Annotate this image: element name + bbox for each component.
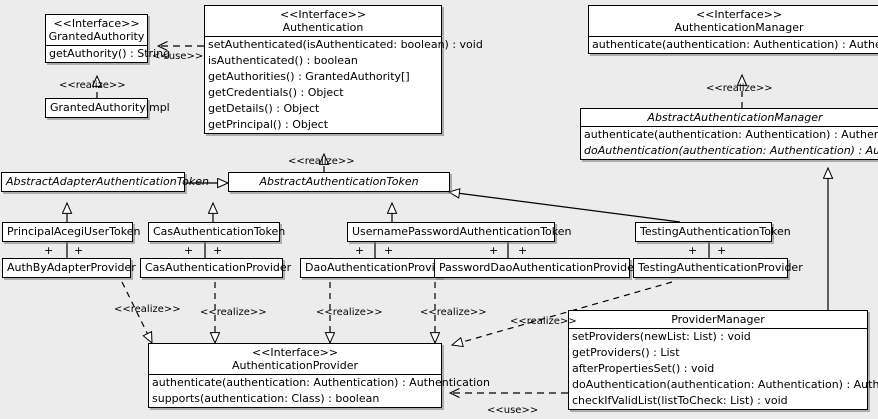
stereotype-label: <<Interface>> — [695, 8, 783, 21]
class-abstract-authentication-token[interactable]: AbstractAuthenticationToken — [228, 172, 450, 192]
operation-row: getAuthorities() : GrantedAuthority[] — [208, 70, 410, 83]
class-name: PasswordDaoAuthenticationProvider — [439, 261, 639, 274]
class-testing-authentication-provider[interactable]: TestingAuthenticationProvider — [633, 258, 803, 278]
class-name: AbstractAuthenticationManager — [647, 111, 823, 124]
association-multiplicity-plus: + — [44, 244, 54, 257]
operation-row: getPrincipal() : Object — [208, 118, 329, 131]
class-header: ProviderManager — [569, 311, 867, 328]
stereotype-label: <<Interface>> — [251, 346, 339, 359]
relationship-label-realize-grantedauthorityimpl: <<realize>> — [59, 80, 126, 91]
relationship-label-realize-abstractauthenticationtoken: <<realize>> — [288, 156, 355, 167]
class-name: UsernamePasswordAuthenticationToken — [352, 225, 572, 238]
operations-compartment: getAuthority() : String — [46, 45, 171, 62]
class-auth-by-adapter-provider[interactable]: AuthByAdapterProvider — [2, 258, 136, 278]
class-name: TestingAuthenticationProvider — [638, 261, 803, 274]
class-authentication[interactable]: <<Interface>> Authentication setAuthenti… — [204, 5, 483, 134]
class-granted-authority[interactable]: <<Interface>> GrantedAuthority getAuthor… — [45, 14, 171, 63]
operations-compartment: setAuthenticated(isAuthenticated: boolea… — [205, 36, 483, 133]
operation-row: isAuthenticated() : boolean — [208, 54, 358, 67]
class-name: GrantedAuthority — [48, 30, 145, 43]
operation-row: doAuthentication(authentication: Authent… — [584, 144, 878, 157]
operation-row: getDetails() : Object — [208, 102, 320, 115]
class-authentication-provider[interactable]: <<Interface>> AuthenticationProvider aut… — [148, 343, 490, 408]
relationship-label-realize-daoauthenticationprovider: <<realize>> — [316, 307, 383, 318]
class-username-password-authentication-token[interactable]: UsernamePasswordAuthenticationToken — [347, 222, 572, 242]
class-password-dao-authentication-provider[interactable]: PasswordDaoAuthenticationProvider — [434, 258, 639, 278]
operation-row: getProviders() : List — [572, 346, 680, 359]
association-multiplicity-plus: + — [184, 244, 194, 257]
class-provider-manager[interactable]: ProviderManager setProviders(newList: Li… — [568, 310, 878, 410]
class-header: <<Interface>> Authentication — [205, 6, 441, 36]
relationship-label-use-grantedauthority: <<use>> — [152, 51, 204, 62]
association-multiplicity-plus: + — [74, 244, 84, 257]
class-granted-authority-impl[interactable]: GrantedAuthorityImpl — [45, 98, 170, 118]
association-multiplicity-plus: + — [384, 244, 394, 257]
operation-row: authenticate(authentication: Authenticat… — [592, 38, 878, 51]
class-header: <<Interface>> AuthenticationProvider — [149, 344, 441, 374]
operation-row: setAuthenticated(isAuthenticated: boolea… — [208, 38, 483, 51]
association-multiplicity-plus: + — [688, 244, 698, 257]
operation-row: setProviders(newList: List) : void — [572, 330, 751, 343]
association-multiplicity-plus: + — [717, 244, 727, 257]
operation-row: doAuthentication(authentication: Authent… — [572, 378, 878, 391]
operations-compartment: authenticate(authentication: Authenticat… — [581, 126, 878, 159]
class-cas-authentication-provider[interactable]: CasAuthenticationProvider — [140, 258, 292, 278]
class-header: <<Interface>> GrantedAuthority — [46, 15, 147, 45]
class-header: AbstractAuthenticationManager — [581, 109, 878, 126]
operation-row: getAuthority() : String — [49, 47, 171, 60]
relationship-label-use-providermanager: <<use>> — [487, 405, 539, 416]
stereotype-label: <<Interface>> — [53, 17, 140, 30]
operations-compartment: authenticate(authentication: Authenticat… — [149, 374, 490, 407]
class-dao-authentication-provider[interactable]: DaoAuthenticationProvider — [300, 258, 453, 278]
association-multiplicity-plus: + — [518, 244, 528, 257]
class-name: AbstractAdapterAuthenticationToken — [6, 175, 209, 188]
relationship-label-realize-authbyadapterprovider: <<realize>> — [114, 304, 181, 315]
operation-row: authenticate(authentication: Authenticat… — [152, 376, 490, 389]
operations-compartment: authenticate(authentication: Authenticat… — [589, 36, 878, 53]
operation-row: supports(authentication: Class) : boolea… — [152, 392, 380, 405]
association-multiplicity-plus: + — [489, 244, 499, 257]
stereotype-label: <<Interface>> — [279, 8, 367, 21]
association-multiplicity-plus: + — [355, 244, 365, 257]
relationship-label-realize-casauthenticationprovider: <<realize>> — [200, 307, 267, 318]
class-name: ProviderManager — [671, 313, 765, 326]
class-name: Authentication — [282, 21, 364, 34]
class-name: PrincipalAcegiUserToken — [7, 225, 141, 238]
class-testing-authentication-token[interactable]: TestingAuthenticationToken — [635, 222, 791, 242]
class-cas-authentication-token[interactable]: CasAuthenticationToken — [148, 222, 286, 242]
operation-row: getCredentials() : Object — [208, 86, 344, 99]
class-name: AuthByAdapterProvider — [7, 261, 136, 274]
class-name: GrantedAuthorityImpl — [50, 101, 170, 114]
class-name: AuthenticationProvider — [231, 359, 359, 372]
class-authentication-manager[interactable]: <<Interface>> AuthenticationManager auth… — [588, 5, 878, 54]
operation-row: afterPropertiesSet() : void — [572, 362, 715, 375]
class-header: <<Interface>> AuthenticationManager — [589, 6, 878, 36]
generalization-testingauthenticationtoken — [449, 192, 681, 223]
class-abstract-adapter-authentication-token[interactable]: AbstractAdapterAuthenticationToken — [1, 172, 209, 192]
class-name: CasAuthenticationProvider — [145, 261, 292, 274]
relationship-label-realize-abstractauthenticationmanager: <<realize>> — [706, 83, 773, 94]
operation-row: checkIfValidList(listToCheck: List) : vo… — [572, 394, 788, 407]
class-name: AbstractAuthenticationToken — [259, 175, 419, 188]
operation-row: authenticate(authentication: Authenticat… — [584, 128, 878, 141]
class-abstract-authentication-manager[interactable]: AbstractAuthenticationManager authentica… — [580, 108, 878, 160]
relationship-label-realize-passworddaoauthenticationprovider: <<realize>> — [420, 307, 487, 318]
class-name: CasAuthenticationToken — [153, 225, 286, 238]
association-multiplicity-plus: + — [213, 244, 223, 257]
class-name: DaoAuthenticationProvider — [305, 261, 453, 274]
class-name: AuthenticationManager — [674, 21, 804, 34]
relationship-label-realize-testingauthenticationprovider: <<realize>> — [510, 316, 577, 327]
class-name: TestingAuthenticationToken — [640, 225, 791, 238]
operations-compartment: setProviders(newList: List) : void getPr… — [569, 328, 878, 409]
class-principal-acegi-user-token[interactable]: PrincipalAcegiUserToken — [2, 222, 141, 242]
